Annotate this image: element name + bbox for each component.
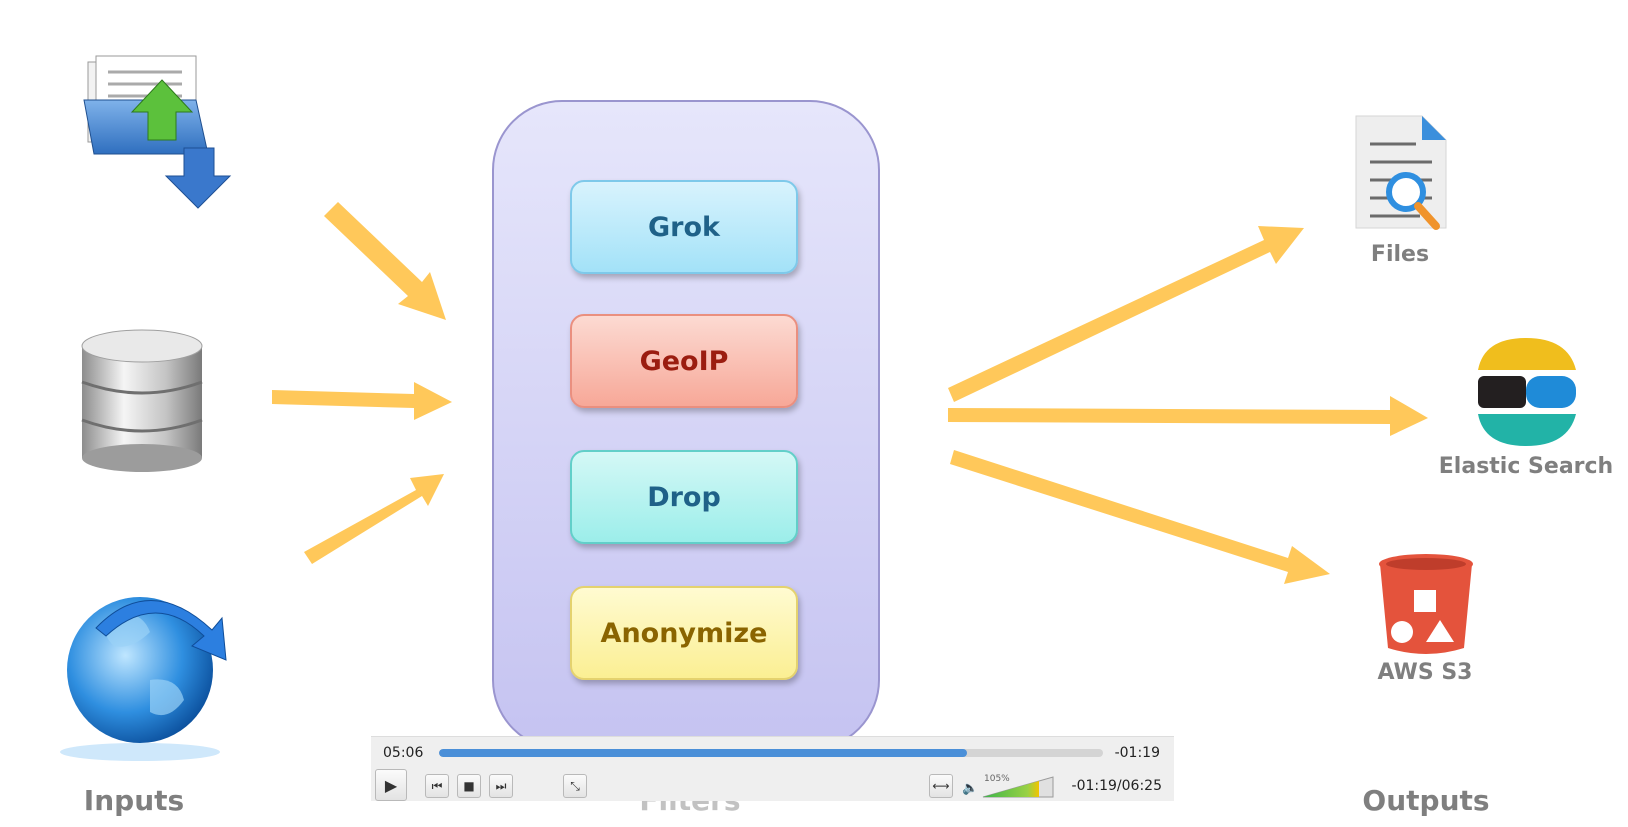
output-label-elastic: Elastic Search: [1438, 454, 1614, 479]
elasticsearch-icon: [1478, 338, 1576, 446]
outputs-label: Outputs: [1362, 784, 1490, 817]
volume-percent: 105%: [984, 774, 1010, 784]
remaining-total-time: -01:19/06:25: [1071, 778, 1162, 794]
output-label-files: Files: [1370, 242, 1430, 267]
arrow-input-2: [272, 382, 452, 420]
skip-back-icon: ⏮: [431, 778, 443, 793]
stop-button[interactable]: ■: [457, 774, 481, 798]
filter-label: Drop: [647, 481, 721, 513]
file-transfer-icon: [83, 55, 232, 209]
filter-anonymize: Anonymize: [570, 586, 798, 680]
volume-slider[interactable]: [981, 775, 1055, 799]
aspect-ratio-button[interactable]: ⟷: [929, 774, 953, 798]
seek-progress: [439, 749, 967, 757]
expand-horizontal-icon: ⟷: [932, 779, 950, 793]
play-button[interactable]: ▶: [375, 769, 407, 801]
filter-label: Grok: [648, 211, 720, 243]
database-icon: [81, 329, 203, 472]
input-arrows: [272, 202, 452, 564]
remaining-time: -01:19: [1114, 745, 1160, 761]
volume-level: [983, 781, 1039, 797]
video-controller: 05:06 -01:19 ▶ ⏮ ■ ⏭ ⤡ ⟷ 🔈 105% -01:19/0…: [371, 736, 1174, 801]
arrow-input-3: [304, 474, 444, 564]
previous-button[interactable]: ⏮: [425, 774, 449, 798]
skip-forward-icon: ⏭: [495, 778, 507, 793]
play-icon: ▶: [384, 775, 398, 795]
stop-icon: ■: [463, 779, 475, 793]
arrow-output-s3: [950, 450, 1330, 584]
s3-bucket-icon: [1379, 554, 1473, 654]
output-arrows: [948, 226, 1428, 584]
elapsed-time: 05:06: [383, 745, 424, 761]
seek-bar[interactable]: [439, 749, 1103, 757]
file-search-icon: [1355, 115, 1447, 230]
globe-icon: [60, 597, 227, 761]
arrow-input-1: [324, 202, 446, 320]
output-label-s3: AWS S3: [1377, 660, 1473, 685]
inputs-label: Inputs: [83, 784, 185, 817]
filter-label: GeoIP: [639, 345, 729, 377]
arrow-output-files: [948, 226, 1304, 402]
next-button[interactable]: ⏭: [489, 774, 513, 798]
filter-label: Anonymize: [600, 617, 768, 649]
filter-geoip: GeoIP: [570, 314, 798, 408]
filter-drop: Drop: [570, 450, 798, 544]
speaker-icon[interactable]: 🔈: [962, 781, 979, 796]
arrow-output-elastic: [948, 396, 1428, 436]
filter-grok: Grok: [570, 180, 798, 274]
minimize-icon: ⤡: [570, 778, 580, 793]
exit-fullscreen-button[interactable]: ⤡: [563, 774, 587, 798]
